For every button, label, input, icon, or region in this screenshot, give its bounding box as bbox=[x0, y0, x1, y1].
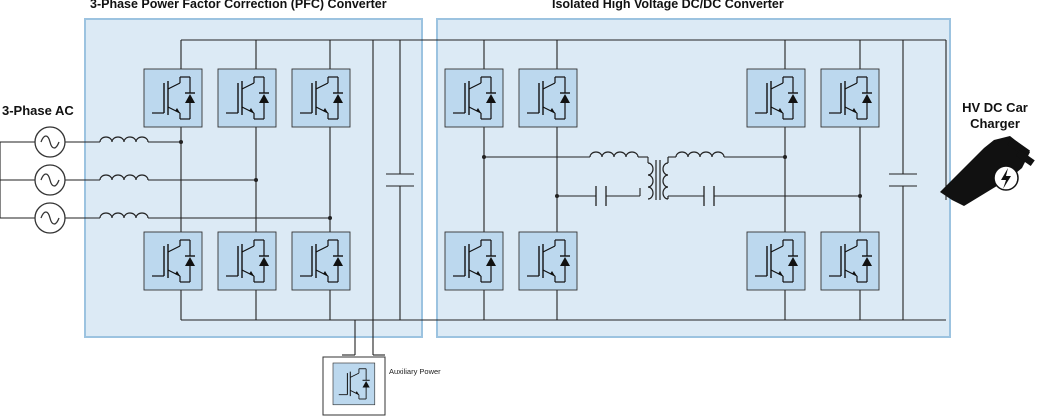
igbt-switch-icon bbox=[820, 231, 880, 291]
ac-source-icon bbox=[34, 164, 66, 196]
transformer-icon bbox=[647, 157, 669, 200]
igbt-switch-icon bbox=[746, 231, 806, 291]
igbt-switch-icon bbox=[217, 68, 277, 128]
igbt-switch-icon bbox=[143, 231, 203, 291]
igbt-switch-icon bbox=[518, 231, 578, 291]
igbt-switch-icon bbox=[332, 362, 376, 406]
ac-source-icon bbox=[34, 126, 66, 158]
pfc-title: 3-Phase Power Factor Correction (PFC) Co… bbox=[90, 0, 387, 11]
igbt-switch-icon bbox=[217, 231, 277, 291]
ev-charger-plug-icon bbox=[940, 136, 1035, 206]
igbt-switch-icon bbox=[444, 231, 504, 291]
igbt-switch-icon bbox=[444, 68, 504, 128]
charger-label-line2: Charger bbox=[970, 116, 1020, 131]
lightning-icon bbox=[1001, 168, 1011, 189]
igbt-switch-icon bbox=[291, 68, 351, 128]
igbt-switch-icon bbox=[820, 68, 880, 128]
ac-source-icon bbox=[34, 202, 66, 234]
aux-power-label: Auxiliary Power bbox=[389, 367, 441, 376]
charger-label-line1: HV DC Car bbox=[962, 100, 1028, 115]
igbt-switch-icon bbox=[291, 231, 351, 291]
igbt-switch-icon bbox=[746, 68, 806, 128]
charger-label: HV DC Car Charger bbox=[950, 100, 1040, 132]
igbt-switch-icon bbox=[143, 68, 203, 128]
dcdc-title: Isolated High Voltage DC/DC Converter bbox=[552, 0, 784, 11]
ac-source-label: 3-Phase AC bbox=[2, 103, 74, 118]
igbt-switch-icon bbox=[518, 68, 578, 128]
